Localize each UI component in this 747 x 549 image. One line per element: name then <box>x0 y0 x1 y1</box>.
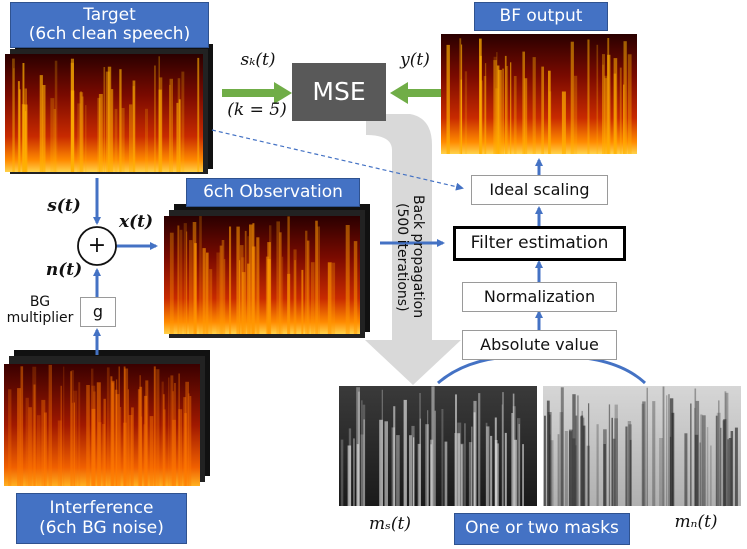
g-box: g <box>80 297 116 327</box>
mse-box: MSE <box>292 63 386 121</box>
interference-label: Interference (6ch BG noise) <box>16 493 187 544</box>
observation-spectrogram <box>164 204 370 338</box>
observation-label: 6ch Observation <box>186 178 360 207</box>
sk-label: sₖ(t) <box>240 50 276 71</box>
mask-mn-image <box>543 386 741 507</box>
target-label: Target (6ch clean speech) <box>10 2 209 48</box>
backprop-arrow <box>365 114 461 385</box>
xt-label: x(t) <box>118 212 154 233</box>
k-label: (k = 5) <box>227 100 287 121</box>
ideal-scaling-box: Ideal scaling <box>471 175 608 205</box>
spec-bf-texture <box>446 38 632 155</box>
spec-target-texture <box>12 56 200 173</box>
normalization-box: Normalization <box>462 282 617 312</box>
plus-sign: + <box>87 232 107 258</box>
absolute-value-box: Absolute value <box>462 330 617 360</box>
bg-multiplier-label: BG multiplier <box>6 294 74 326</box>
spec-obs-texture <box>169 216 358 334</box>
interference-spectrogram <box>4 350 210 486</box>
st-label: s(t) <box>47 196 81 217</box>
backprop-label: Back propagation (500 iterations) <box>394 195 427 319</box>
masks-label: One or two masks <box>454 513 630 545</box>
bf-output-spectrogram <box>441 34 637 155</box>
sum-circle <box>77 226 117 266</box>
dashed-link <box>211 129 464 191</box>
yt-label: y(t) <box>400 50 430 71</box>
green-arrows <box>222 82 441 104</box>
mask-ms-image <box>339 386 537 506</box>
filter-estimation-box: Filter estimation <box>453 226 626 261</box>
spec-noise-texture <box>8 364 192 486</box>
bf-output-label: BF output <box>474 2 608 31</box>
spec-ms-texture <box>340 386 524 506</box>
nt-label: n(t) <box>45 260 83 281</box>
ms-label: mₛ(t) <box>369 514 411 535</box>
spec-mn-texture <box>544 386 738 507</box>
mn-label: mₙ(t) <box>674 512 718 533</box>
target-spectrogram <box>5 44 213 174</box>
